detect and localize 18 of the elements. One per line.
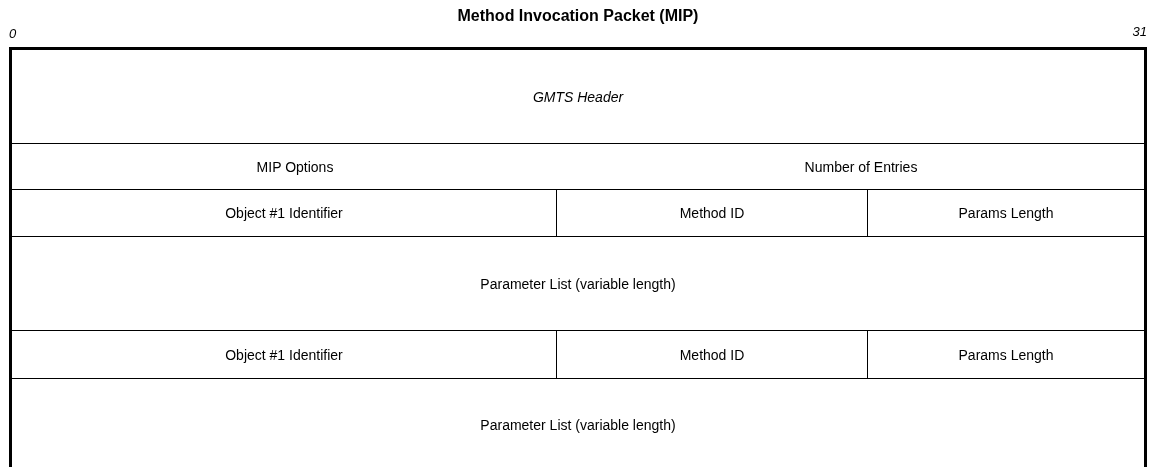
field-label: Number of Entries <box>804 157 918 177</box>
field-label: Parameter List (variable length) <box>480 274 676 294</box>
field-label: Object #1 Identifier <box>225 204 343 223</box>
packet-field <box>556 189 867 236</box>
packet-field <box>867 189 1144 236</box>
field-label: GMTS Header <box>532 87 624 107</box>
field-label: MIP Options <box>256 157 334 177</box>
field-label: Params Length <box>958 345 1054 365</box>
field-label: Params Length <box>958 204 1054 223</box>
title: Method Invocation Packet (MIP) <box>456 6 700 26</box>
packet-field <box>556 330 867 378</box>
field-label: Method ID <box>679 345 745 365</box>
packet-field <box>867 330 1144 378</box>
field-label: Object #1 Identifier <box>225 345 343 365</box>
field-label: Parameter List (variable length) <box>480 415 676 435</box>
field-label: Method ID <box>679 204 745 223</box>
bit-index: 0 <box>9 26 17 42</box>
bit-index: 31 <box>1132 24 1147 40</box>
